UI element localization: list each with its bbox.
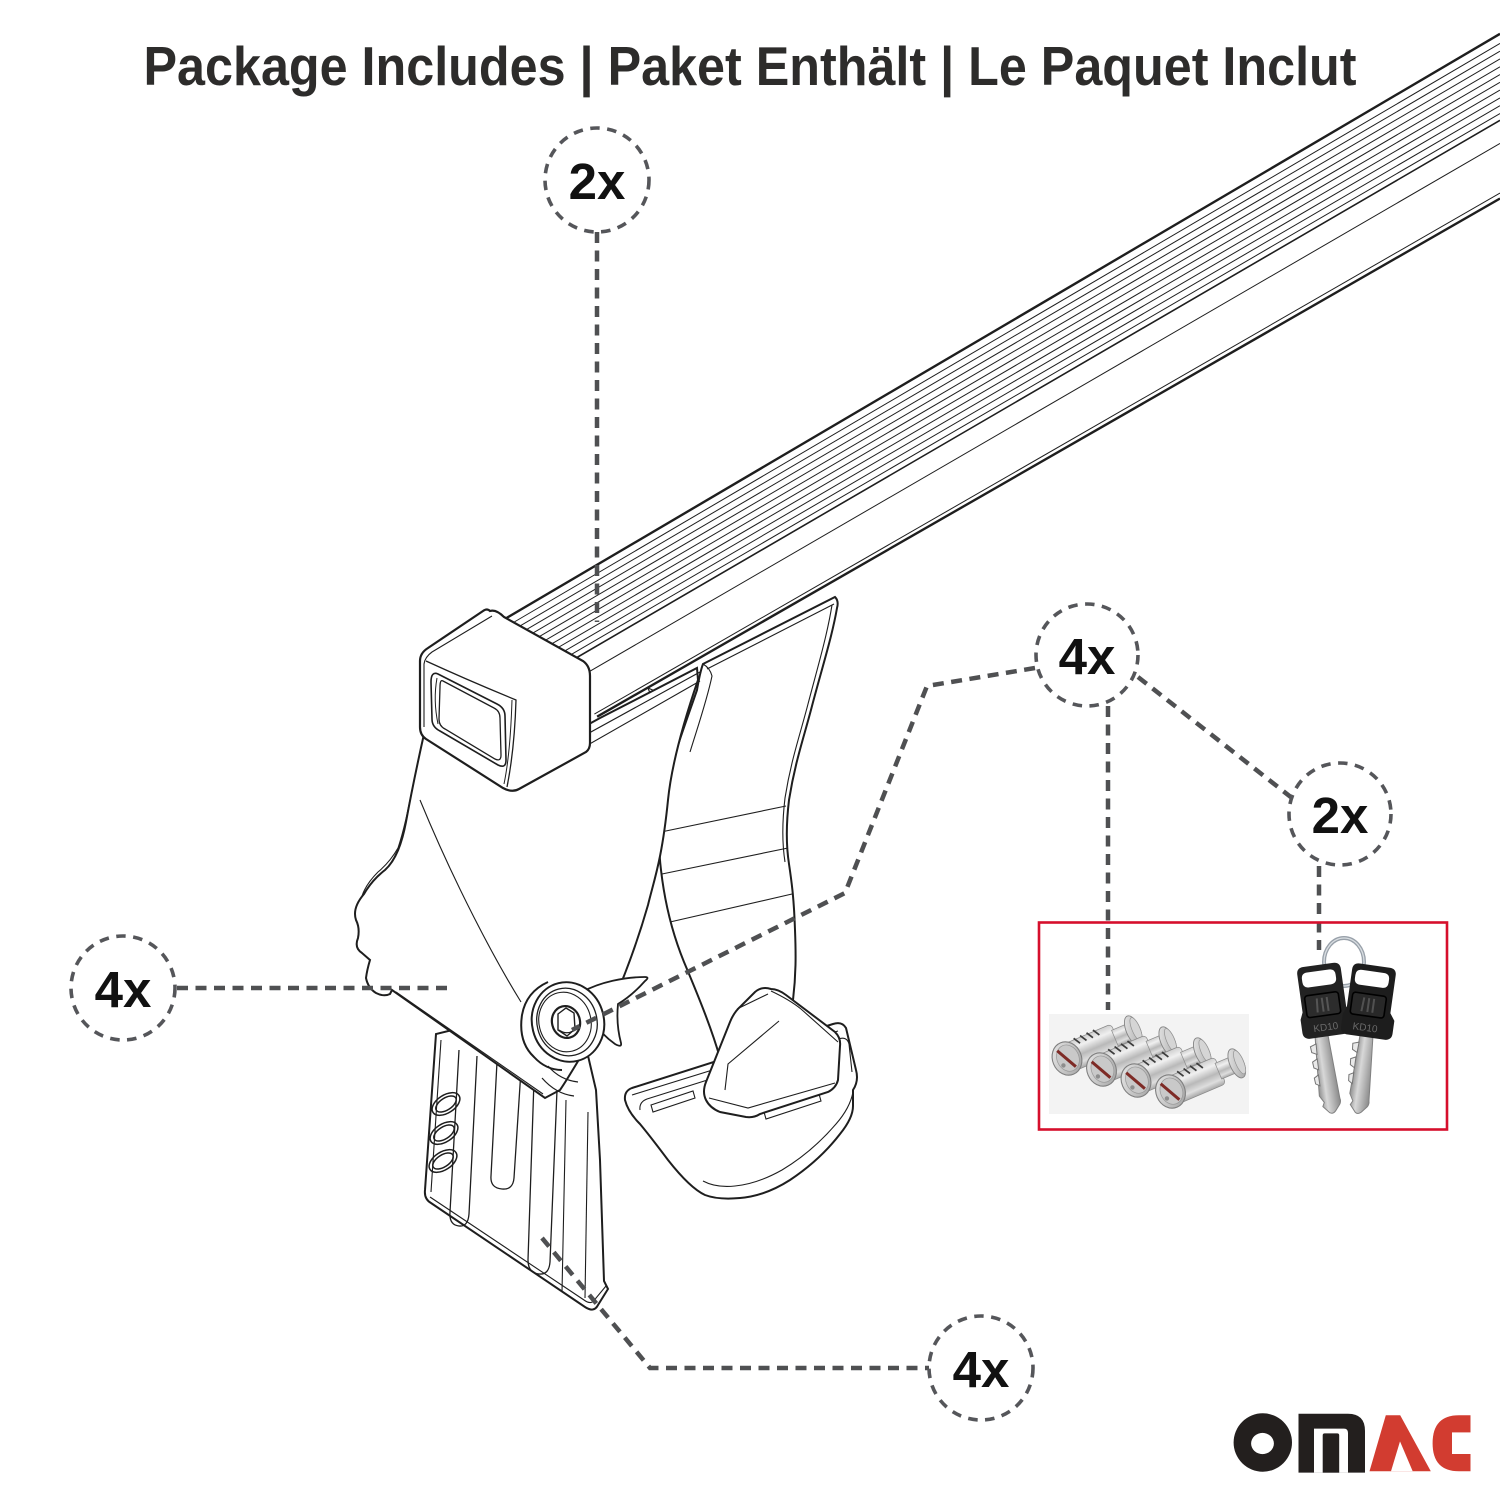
svg-text:KD10: KD10 <box>1352 1021 1379 1035</box>
svg-text:KD10: KD10 <box>1313 1021 1340 1035</box>
svg-text:4x: 4x <box>953 1341 1010 1398</box>
svg-text:2x: 2x <box>569 153 626 210</box>
svg-text:4x: 4x <box>95 961 152 1018</box>
svg-text:4x: 4x <box>1059 628 1116 685</box>
svg-text:Package Includes | Paket Enthä: Package Includes | Paket Enthält | Le Pa… <box>144 35 1357 98</box>
svg-text:2x: 2x <box>1312 787 1369 844</box>
